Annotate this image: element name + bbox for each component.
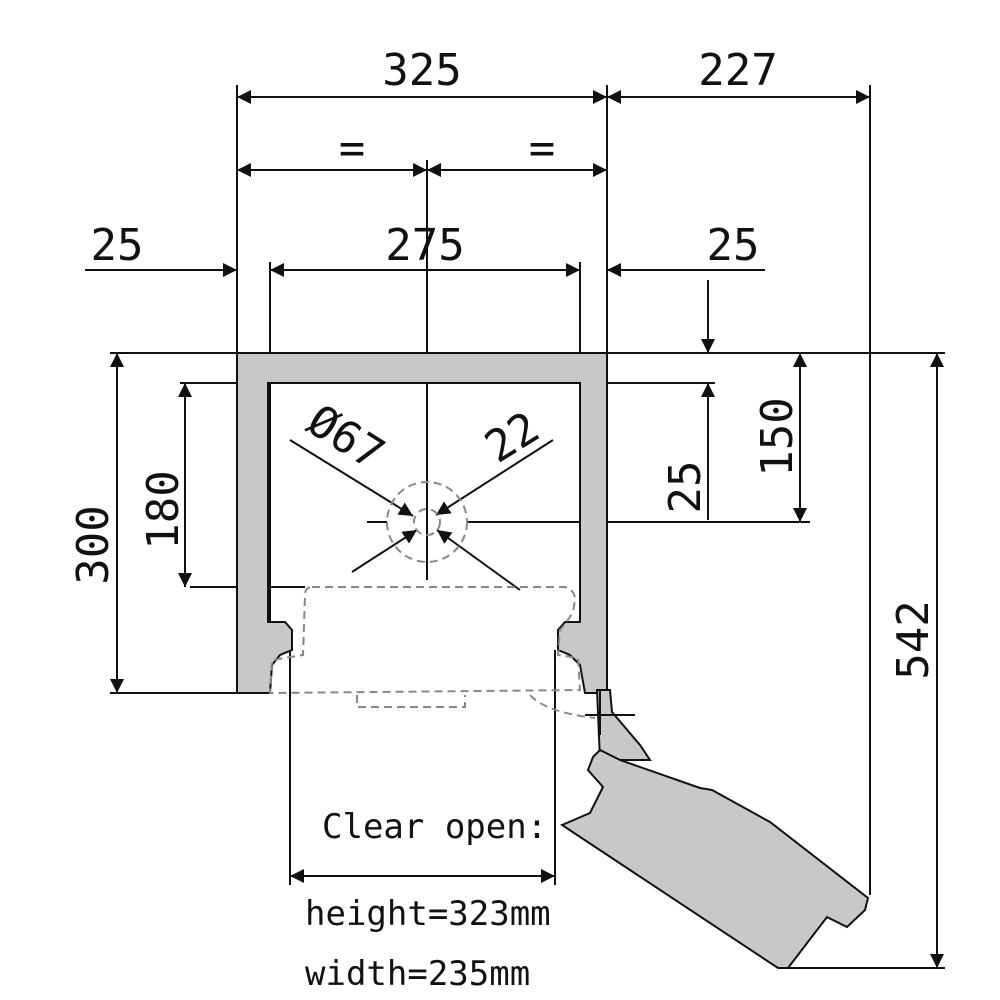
- dim-25-right: 25: [707, 220, 760, 271]
- dim-150: 150: [752, 397, 803, 476]
- dim-equal-left: =: [339, 123, 366, 174]
- hidden-drawer-outline: [268, 586, 596, 719]
- note-width: width=235mm: [305, 954, 530, 994]
- dim-180: 180: [138, 470, 189, 549]
- dim-542: 542: [888, 600, 939, 679]
- dim-227: 227: [698, 45, 777, 96]
- dim-325: 325: [382, 45, 461, 96]
- dim-25-top: 25: [660, 461, 711, 514]
- dim-25-left: 25: [91, 220, 144, 271]
- cabinet-wall: [236, 352, 608, 694]
- door: [559, 689, 870, 969]
- dim-22: 22: [476, 402, 548, 473]
- dim-300: 300: [68, 505, 119, 584]
- note-height: height=323mm: [305, 894, 551, 934]
- dim-275: 275: [385, 220, 464, 271]
- dim-diameter-67: Ø67: [298, 395, 392, 480]
- note-clear-opening: Clear open:: [322, 807, 547, 847]
- dim-equal-right: =: [529, 123, 556, 174]
- hole: [367, 481, 468, 580]
